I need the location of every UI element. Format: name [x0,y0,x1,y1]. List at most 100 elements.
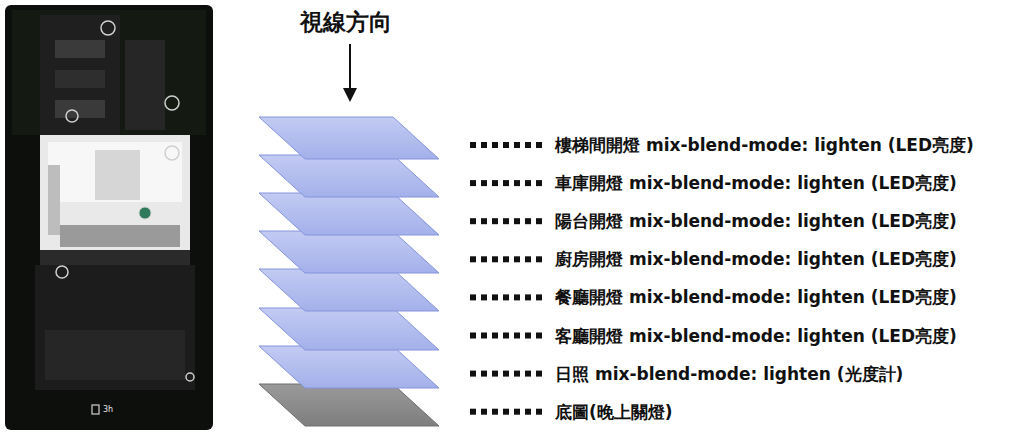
balcony [40,250,190,265]
layer-label: 陽台開燈 mix-blend-mode: lighten (LED亮度) [555,210,957,232]
switch-icon [165,146,179,160]
leader-square [470,371,476,377]
stair-step [55,40,105,58]
leader-square [481,256,487,262]
layer-label: 樓梯間開燈 mix-blend-mode: lighten (LED亮度) [555,134,974,156]
leader-square [525,333,531,339]
leader-square [470,142,476,148]
layer-plane [258,153,440,199]
layer-plane [258,229,440,275]
leader-square [503,180,509,186]
status-label: 3h [103,405,113,415]
light-icon [101,21,115,35]
layer-plane [258,344,440,390]
leader-square [481,371,487,377]
door-icon [92,405,99,414]
lock-icon [186,373,194,381]
phone-screen [5,5,213,430]
layer-label: 日照 mix-blend-mode: lighten (光度計) [555,363,903,385]
leader-square [514,218,520,224]
layer-outline [259,269,439,311]
shelf [48,165,60,235]
room-floor [48,142,182,202]
leader-square [492,333,498,339]
leader-square [481,333,487,339]
upper-area [12,10,206,135]
dining-table [95,150,140,200]
leader-square [514,409,520,415]
leader-square [536,180,542,186]
layer-outline [259,384,439,426]
leader-square [525,256,531,262]
stair-step [55,100,105,118]
layer-outline [259,155,439,197]
leader-square [525,180,531,186]
leader-square [492,180,498,186]
layer-outline [259,193,439,235]
leader-square [525,409,531,415]
leader-square [470,218,476,224]
layer-outline [259,346,439,388]
layer-label: 底圖(晚上關燈) [555,401,673,423]
leader-square [525,294,531,300]
blend-layer: 日照 mix-blend-mode: lighten (光度計) [258,344,440,390]
leader-square [525,371,531,377]
switch-icon [165,96,179,110]
leader-square [514,180,520,186]
blend-layer: 樓梯間開燈 mix-blend-mode: lighten (LED亮度) [258,115,440,161]
leader-square [492,294,498,300]
sofa [60,225,180,247]
leader-square [470,294,476,300]
garage-floor [45,330,185,380]
blend-layer: 車庫開燈 mix-blend-mode: lighten (LED亮度) [258,153,440,199]
leader-square [514,333,520,339]
layer-label: 餐廳開燈 mix-blend-mode: lighten (LED亮度) [555,286,957,308]
layer-outline [259,231,439,273]
leader-square [536,256,542,262]
layer-plane [258,115,440,161]
view-arrow-shaft [349,44,351,90]
leader-square [536,294,542,300]
stair-step [55,70,105,88]
lit-room [40,135,190,250]
motion-icon [56,266,68,278]
sensor-icon [139,207,151,219]
layer-plane [258,267,440,313]
leader-square [492,256,498,262]
leader-square [536,409,542,415]
leader-square [536,371,542,377]
leader-square [503,371,509,377]
leader-square [514,371,520,377]
layer-label: 廚房開燈 mix-blend-mode: lighten (LED亮度) [555,248,957,270]
leader-square [481,180,487,186]
view-direction-title: 視線方向 [300,8,392,36]
leader-square [536,142,542,148]
leader-square [481,294,487,300]
leader-square [470,180,476,186]
leader-square [470,256,476,262]
leader-square [470,409,476,415]
leader-square [525,218,531,224]
leader-square [503,294,509,300]
layer-plane [258,306,440,352]
blend-layer: 廚房開燈 mix-blend-mode: lighten (LED亮度) [258,229,440,275]
leader-square [503,256,509,262]
layer-plane [258,191,440,237]
layer-label: 客廳開燈 mix-blend-mode: lighten (LED亮度) [555,325,957,347]
layer-outline [259,117,439,159]
leader-square [536,218,542,224]
leader-dots [470,142,542,415]
garage [35,265,195,390]
layer-outline [259,308,439,350]
leader-square [536,333,542,339]
layer-label: 車庫開燈 mix-blend-mode: lighten (LED亮度) [555,172,957,194]
leader-square [503,218,509,224]
leader-square [470,333,476,339]
leader-square [492,218,498,224]
leader-square [492,142,498,148]
leader-square [481,142,487,148]
leader-square [514,294,520,300]
leader-square [514,256,520,262]
light-icon [66,110,78,122]
leader-square [525,142,531,148]
